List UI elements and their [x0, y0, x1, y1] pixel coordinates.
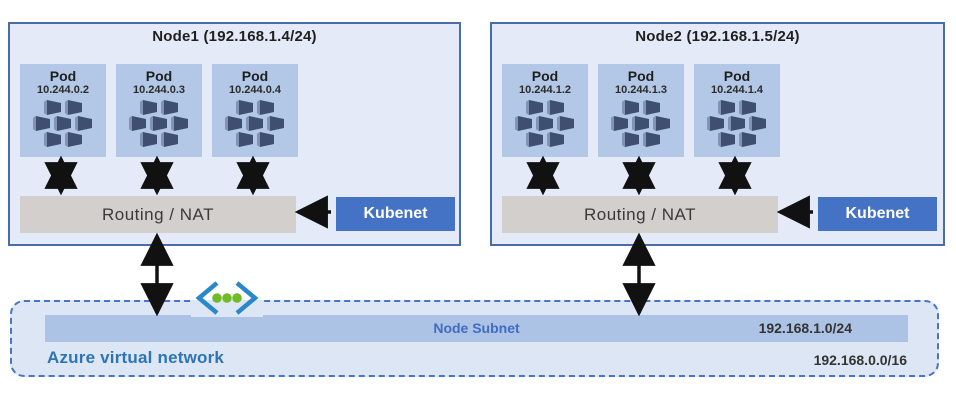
pod-ip: 10.244.0.2: [37, 84, 89, 96]
pod-box: Pod 10.244.0.2: [20, 64, 106, 157]
node-subnet-bar: Node Subnet 192.168.1.0/24: [45, 315, 908, 342]
pod-box: Pod 10.244.1.4: [694, 64, 780, 157]
pod-ip: 10.244.1.4: [711, 84, 763, 96]
node2-box: Node2 (192.168.1.5/24) Pod 10.244.1.2 Po…: [490, 22, 945, 246]
pod-box: Pod 10.244.0.4: [212, 64, 298, 157]
pod-containers-icon: [225, 100, 284, 147]
kubenet-box: Kubenet: [336, 197, 455, 231]
azure-vnet-chevrons-dots-icon: [195, 281, 259, 315]
azure-vnet-icon: [191, 279, 263, 317]
node1-box: Node1 (192.168.1.4/24) Pod 10.244.0.2 Po…: [8, 22, 461, 246]
azure-vnet-label: Azure virtual network: [47, 348, 225, 367]
pod-containers-icon: [707, 100, 766, 147]
routing-nat-bar: Routing / NAT: [502, 196, 778, 233]
node2-title: Node2 (192.168.1.5/24): [635, 28, 800, 45]
pod-box: Pod 10.244.1.3: [598, 64, 684, 157]
pod-label: Pod: [145, 68, 173, 84]
pod-label: Pod: [241, 68, 269, 84]
pod-containers-icon: [515, 100, 574, 147]
pod-box: Pod 10.244.0.3: [116, 64, 202, 157]
azure-vnet-box: Node Subnet 192.168.1.0/24 192.168.0.0/1…: [10, 300, 939, 377]
node-subnet-label: Node Subnet: [433, 320, 520, 336]
kubenet-box: Kubenet: [818, 197, 937, 231]
pod-label: Pod: [627, 68, 655, 84]
pod-ip: 10.244.1.2: [519, 84, 571, 96]
pod-label: Pod: [531, 68, 559, 84]
node-subnet-cidr: 192.168.1.0/24: [758, 320, 852, 336]
pod-ip: 10.244.1.3: [615, 84, 667, 96]
pod-containers-icon: [33, 100, 92, 147]
node1-title: Node1 (192.168.1.4/24): [152, 28, 317, 45]
pod-box: Pod 10.244.1.2: [502, 64, 588, 157]
pod-containers-icon: [611, 100, 670, 147]
routing-nat-bar: Routing / NAT: [20, 196, 296, 233]
pod-label: Pod: [49, 68, 77, 84]
pod-containers-icon: [129, 100, 188, 147]
pod-ip: 10.244.0.3: [133, 84, 185, 96]
pod-ip: 10.244.0.4: [229, 84, 281, 96]
pod-label: Pod: [723, 68, 751, 84]
vnet-cidr: 192.168.0.0/16: [813, 352, 907, 368]
